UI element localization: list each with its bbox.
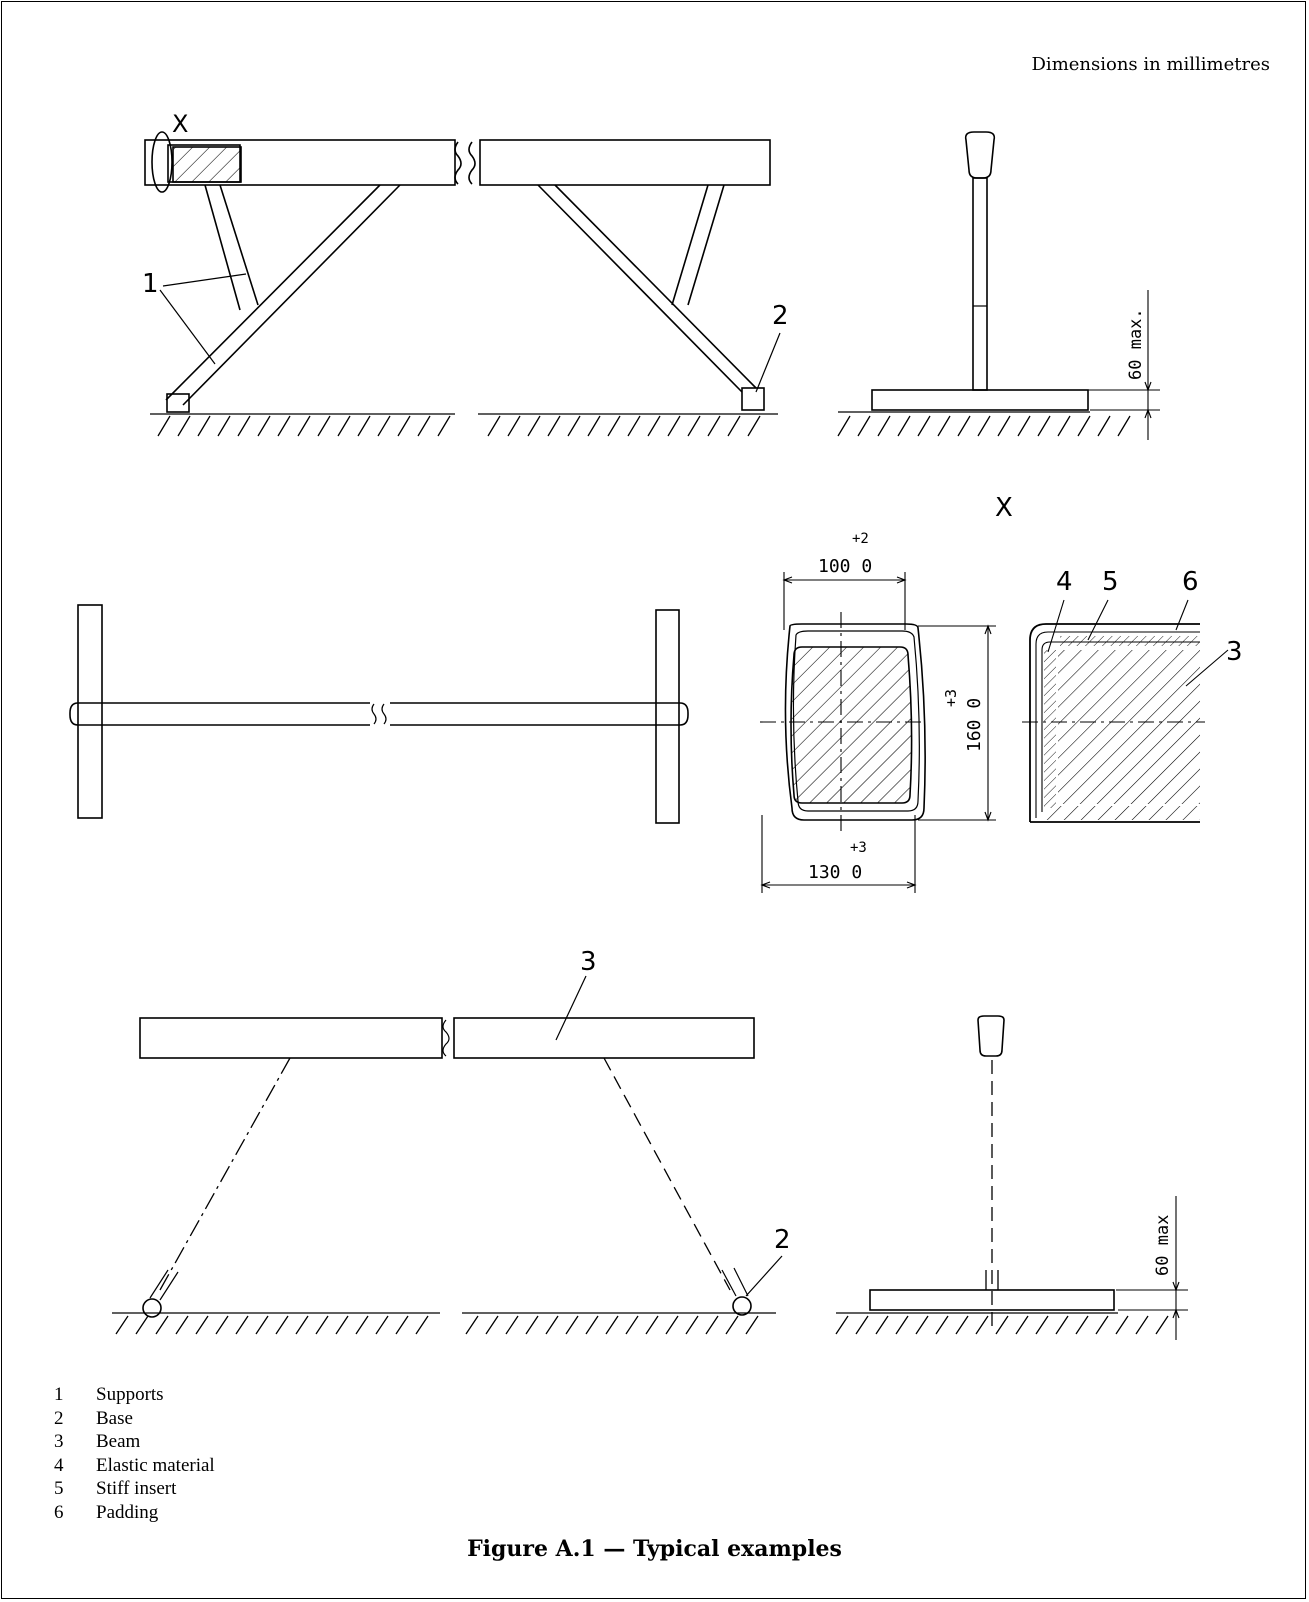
layer-detail: 4 5 6 3 <box>1022 567 1243 823</box>
dim-max-height-1 <box>1088 290 1160 440</box>
dim-bottom-tol: +3 <box>850 840 867 856</box>
elastic-layer <box>1044 650 1056 808</box>
schematic-beam-left <box>139 1017 443 1059</box>
callout-beam: 3 <box>580 947 597 977</box>
side-elevation-view: X 1 2 <box>142 110 789 437</box>
end-post <box>972 177 988 391</box>
dim-bottom-width: 130 0 <box>808 862 862 883</box>
callout-base: 2 <box>772 301 789 331</box>
plan-foot-left <box>77 604 103 819</box>
beam-side <box>144 139 771 186</box>
dim-max-height-2-label: 60 max <box>1153 1215 1173 1276</box>
beam-core-hatch <box>1058 650 1200 804</box>
section-outline <box>784 623 926 821</box>
padding-layer <box>1044 806 1200 820</box>
dim-top-tol: +2 <box>852 531 869 547</box>
schematic-base-right <box>732 1296 752 1316</box>
callout-beam-detail: 3 <box>1226 637 1243 667</box>
callout-stiff: 5 <box>1102 567 1119 597</box>
plan-view <box>69 604 689 824</box>
dim-top-width: 100 0 <box>818 556 872 577</box>
schematic-end-view: 60 max <box>835 1015 1188 1340</box>
dim-max-height-2 <box>1116 1196 1188 1340</box>
schematic-side-view: 3 2 <box>112 947 791 1335</box>
plan-foot-right <box>655 609 680 824</box>
schematic-end-base <box>869 1289 1115 1311</box>
section-core <box>790 646 913 804</box>
detail-x-marker <box>151 131 173 193</box>
callout-supports: 1 <box>142 269 159 299</box>
dim-height-tol: +3 <box>942 689 960 707</box>
end-base <box>871 389 1089 411</box>
plan-beam-left <box>69 702 370 726</box>
beam-end-profile <box>964 131 996 179</box>
base-block-left <box>166 393 190 413</box>
cross-section-detail: +2 100 0 +3 130 0 +3 160 0 <box>760 531 996 893</box>
callout-base-schematic: 2 <box>774 1225 791 1255</box>
schematic-base-left <box>142 1298 162 1318</box>
base-block-right <box>741 387 765 411</box>
detail-x-label: X <box>172 110 188 138</box>
schematic-beam-end <box>977 1015 1005 1057</box>
callout-padding: 6 <box>1182 567 1199 597</box>
dim-height: 160 0 <box>964 698 985 752</box>
dimensions-note: Dimensions in millimetres <box>1031 54 1271 75</box>
figure-caption: Figure A.1 — Typical examples <box>467 1536 842 1562</box>
ground-line-end <box>837 411 1131 437</box>
ground-line <box>150 413 778 437</box>
plan-beam-right <box>390 702 689 726</box>
callout-elastic: 4 <box>1056 567 1073 597</box>
ground-line-schematic-end <box>835 1312 1169 1335</box>
ground-line-schematic <box>112 1312 776 1335</box>
dim-max-height-1-label: 60 max. <box>1126 308 1146 380</box>
support-legs <box>165 184 757 406</box>
schematic-beam-right <box>453 1017 755 1059</box>
end-elevation-view: 60 max. <box>837 131 1160 440</box>
detail-x-title: X <box>995 493 1013 523</box>
stiff-insert-layer <box>1060 636 1200 646</box>
